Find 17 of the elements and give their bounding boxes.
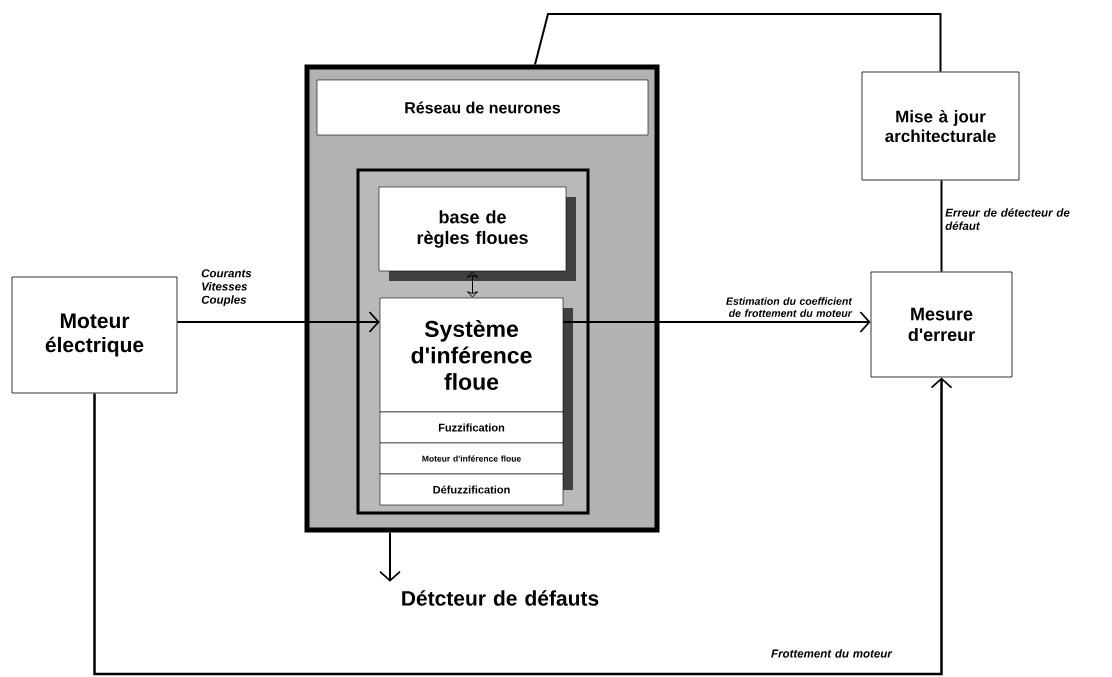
arrow [379,531,401,582]
arrow [176,311,380,333]
edge-label: Erreur de détecteur de défaut [945,208,1070,230]
title-text: Détcteur de défauts [402,590,599,606]
stage-box: Fuzzification [379,411,564,444]
rule-base-box: base de règles floues [378,186,567,272]
arrow [466,271,479,298]
edge-label: Frottement du moteur [771,649,893,658]
update-box: Mise à jour architecturale [861,71,1020,181]
motor-box: Moteur électrique [11,276,178,394]
stage-box: Moteur d'inférence floue [379,442,564,475]
arrow [93,377,953,676]
edge-label: Courants Vitesses Couples [201,269,252,307]
stage-box: Défuzzification [379,473,564,506]
arrow [562,311,871,333]
edge-label: Estimation du coefficient de frottement du moteur [726,297,853,317]
error-measure-box: Mesure d'erreur [870,271,1013,378]
